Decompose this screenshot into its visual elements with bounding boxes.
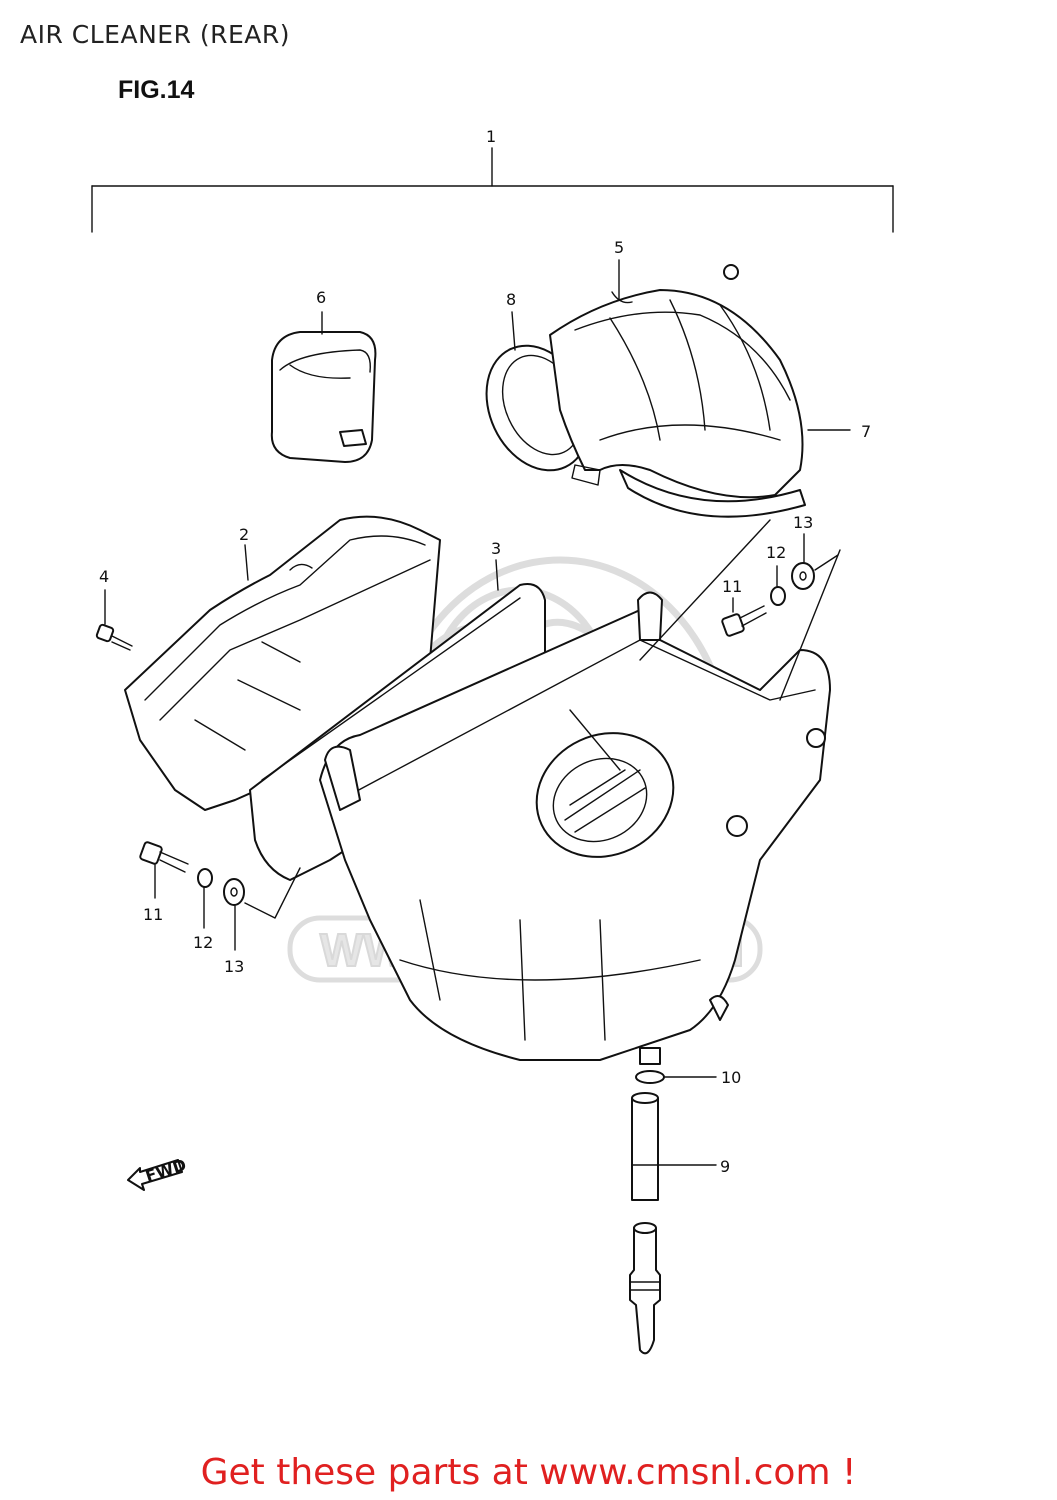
part-6-intake-duct: [270, 311, 377, 463]
washer-13-left: [223, 867, 301, 951]
part-9-drain-hose: [631, 1092, 717, 1201]
callout-labels: 1 2 3 4 5 6 7 8 9 10 11 12 13 11 12 13: [99, 127, 871, 1176]
callout-2: 2: [239, 525, 249, 544]
callout-13-right: 13: [793, 513, 813, 532]
washer-12-right: [770, 565, 786, 606]
callout-8: 8: [506, 290, 516, 309]
callout-3: 3: [491, 539, 501, 558]
callout-12-left: 12: [193, 933, 213, 952]
bolt-11-right: [721, 597, 767, 637]
callout-11-right: 11: [722, 577, 742, 596]
figure-label: FIG.14: [118, 76, 195, 104]
callout-4: 4: [99, 567, 109, 586]
part-main-housing: [319, 519, 841, 1065]
bolt-11-left: [139, 841, 189, 899]
callout-6: 6: [316, 288, 326, 307]
callout-5: 5: [614, 238, 624, 257]
bolt-4: [95, 589, 133, 651]
assembly-bracket: [91, 147, 894, 233]
promo-link[interactable]: Get these parts at www.cmsnl.com !: [200, 1452, 857, 1493]
callout-11-left: 11: [143, 905, 163, 924]
callout-1: 1: [486, 127, 496, 146]
callout-9: 9: [720, 1157, 730, 1176]
callout-12-right: 12: [766, 543, 786, 562]
fwd-direction-arrow: FWD: [127, 1155, 189, 1191]
page-title: AIR CLEANER (REAR): [20, 20, 291, 49]
callout-7: 7: [861, 422, 871, 441]
washer-12-left: [197, 868, 213, 929]
callout-13-left: 13: [224, 957, 244, 976]
callout-10: 10: [721, 1068, 741, 1087]
fwd-label: FWD: [143, 1155, 189, 1186]
part-drain-plug: [629, 1222, 661, 1355]
part-8-intake-boot: [485, 259, 851, 518]
washer-13-right: [791, 533, 839, 590]
part-10-clamp: [635, 1070, 717, 1084]
